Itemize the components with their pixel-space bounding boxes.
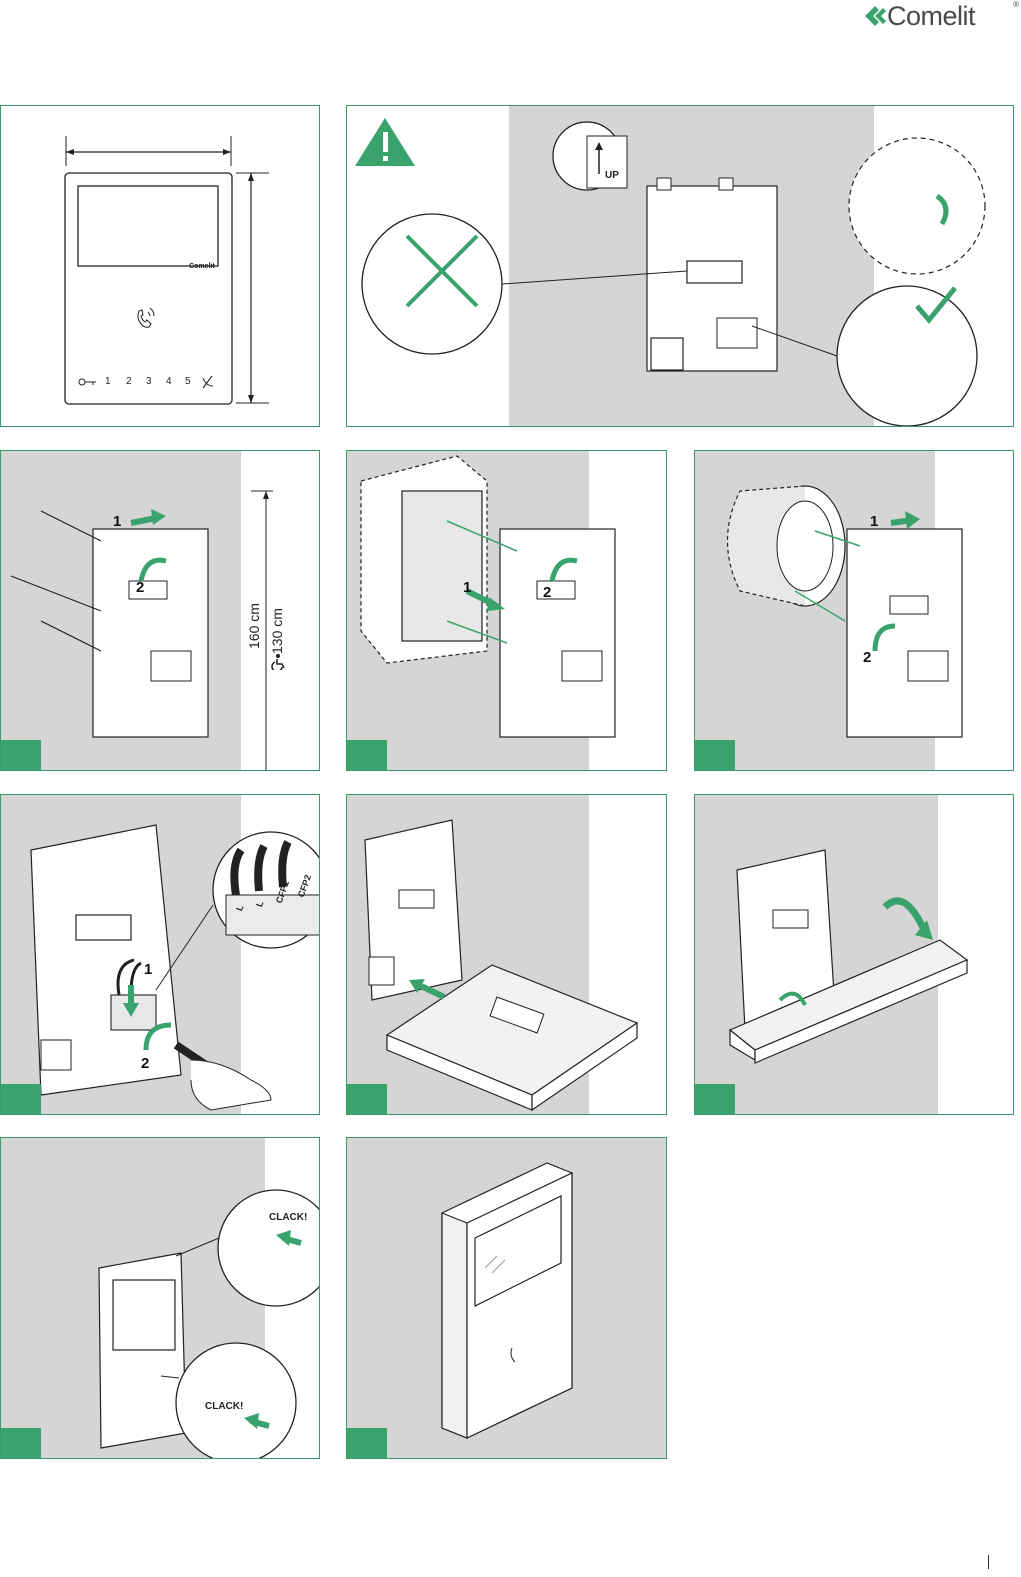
monitor-brand-label: Comelit	[189, 263, 215, 270]
comelit-logo: Comelit ®	[863, 0, 1019, 31]
brand-name: Comelit	[887, 1, 976, 31]
clack-label-top: CLACK!	[269, 1212, 308, 1223]
step-1-label: 1	[144, 961, 153, 978]
key-4: 4	[166, 376, 172, 387]
step-2-label: 2	[543, 584, 552, 601]
installed-monitor-drawing	[441, 1162, 573, 1439]
wheelchair-icon	[271, 654, 285, 670]
step-tag	[347, 1084, 387, 1114]
step-1-label: 1	[113, 513, 122, 530]
step-tag	[695, 740, 735, 770]
panel-terminal-wiring: 1 2 L L CFP1 CFP2	[0, 794, 320, 1115]
step-2-label: 2	[863, 649, 872, 666]
check-icon	[915, 286, 957, 324]
clack-closure-drawing	[98, 1189, 319, 1458]
key-2: 2	[126, 376, 132, 387]
key-3: 3	[146, 376, 152, 387]
step-tag	[695, 1084, 735, 1114]
key-5: 5	[185, 376, 191, 387]
bracket-orientation-drawing	[355, 118, 986, 426]
panel-bracket-orientation: UP	[346, 105, 1014, 427]
step-tag	[347, 740, 387, 770]
step-2-label: 2	[136, 579, 145, 596]
comelit-mark-icon	[865, 6, 886, 26]
attach-monitor-drawing	[364, 819, 639, 1112]
step-tag	[1, 1428, 41, 1458]
page-edge-mark	[988, 1555, 989, 1569]
monitor-dimensions-drawing	[64, 136, 269, 405]
height-access-label: 130 cm	[269, 608, 285, 654]
panel-wall-mounting: 1 2 160 cm 130 cm	[0, 450, 320, 771]
height-main-label: 160 cm	[246, 603, 262, 649]
step-2-label: 2	[141, 1055, 150, 1072]
brand-registered: ®	[1013, 0, 1019, 9]
flush-box-drawing	[360, 455, 616, 738]
step-1-label: 1	[870, 513, 879, 530]
panel-attach-monitor	[346, 794, 667, 1115]
step-1-label: 1	[463, 579, 472, 596]
key-1: 1	[105, 376, 111, 387]
panel-flush-box-mounting: 1 2	[346, 450, 667, 771]
up-label: UP	[605, 170, 619, 181]
panel-installed-monitor	[346, 1137, 667, 1459]
panel-clack-closure: CLACK! CLACK!	[0, 1137, 320, 1459]
wall-mounting-drawing	[10, 490, 273, 770]
panel-monitor-dimensions: Comelit 1 2 3 4 5	[0, 105, 320, 427]
round-box-drawing	[727, 485, 963, 738]
rotate-monitor-drawing	[728, 849, 969, 1064]
clack-label-bottom: CLACK!	[205, 1401, 244, 1412]
panel-round-box-mounting: 1 2	[694, 450, 1014, 771]
terminal-wiring-drawing	[30, 824, 319, 1111]
step-tag	[347, 1428, 387, 1458]
step-tag	[1, 740, 41, 770]
panel-rotate-monitor	[694, 794, 1014, 1115]
step-tag	[1, 1084, 41, 1114]
